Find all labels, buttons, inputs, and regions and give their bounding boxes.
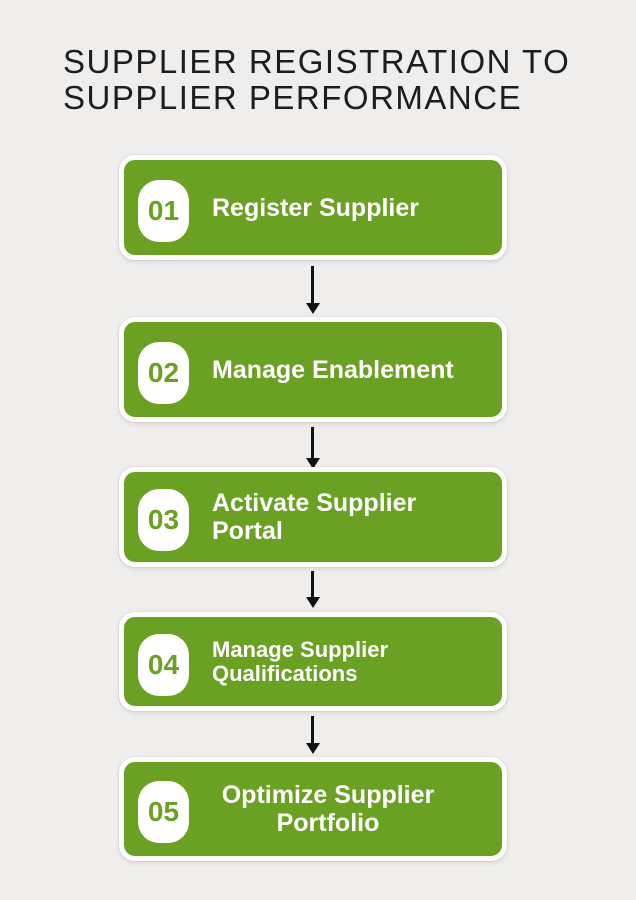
step-label: Manage Supplier Qualifications — [212, 636, 389, 686]
page-title: SUPPLIER REGISTRATION TO SUPPLIER PERFOR… — [63, 43, 571, 116]
step-number: 04 — [147, 648, 180, 680]
step-card-register-supplier: 01 Register Supplier — [119, 155, 507, 260]
step-card-optimize-supplier-portfolio: 05 Optimize Supplier Portfolio — [119, 757, 507, 861]
step-number: 01 — [147, 194, 180, 226]
down-arrow-icon — [305, 266, 320, 314]
step-number: 03 — [147, 504, 180, 535]
step-label: Register Supplier — [212, 193, 419, 222]
step-number: 05 — [147, 796, 180, 827]
step-number-badge: 05 — [138, 781, 189, 843]
step-card-manage-supplier-qualifications: 04 Manage Supplier Qualifications — [119, 612, 507, 711]
step-number-badge: 04 — [138, 633, 189, 696]
step-number-badge: 01 — [138, 179, 189, 242]
step-card-activate-supplier-portal: 03 Activate Supplier Portal — [119, 467, 507, 567]
down-arrow-icon — [305, 716, 320, 754]
step-label: Manage Enablement — [212, 355, 454, 384]
step-number-badge: 03 — [138, 489, 189, 551]
step-number-badge: 02 — [138, 341, 189, 404]
down-arrow-icon — [305, 571, 320, 608]
step-label: Activate Supplier Portal — [212, 489, 417, 545]
down-arrow-icon — [305, 427, 320, 469]
step-label: Optimize Supplier Portfolio — [221, 781, 435, 837]
step-number: 02 — [147, 356, 180, 388]
step-card-manage-enablement: 02 Manage Enablement — [119, 317, 507, 422]
